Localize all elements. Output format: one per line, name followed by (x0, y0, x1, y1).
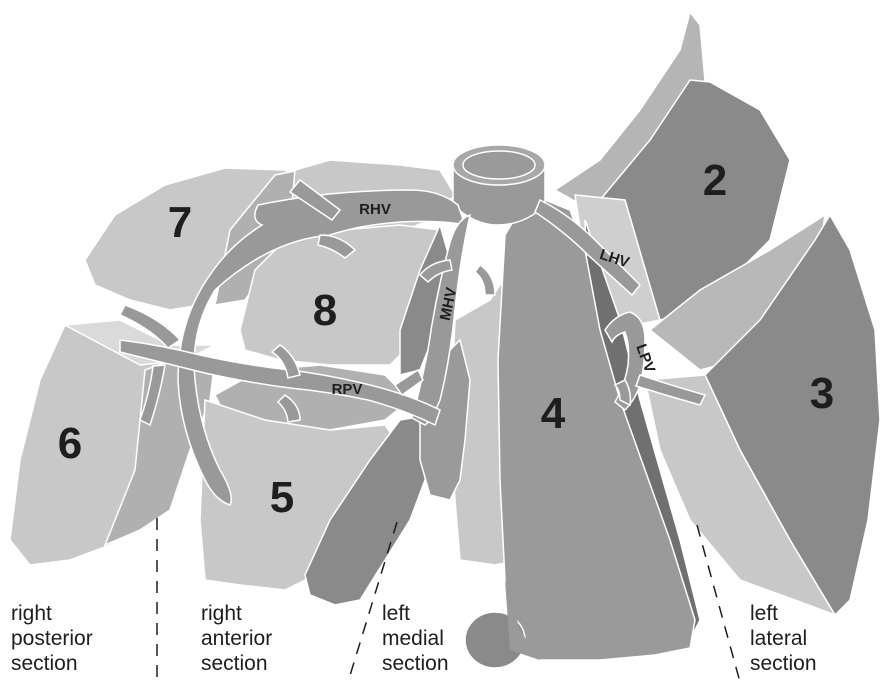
section-label-line: anterior (201, 626, 272, 651)
section-label-line: lateral (750, 626, 817, 651)
segment-4-label: 4 (541, 389, 566, 438)
segment-6-label: 6 (58, 419, 82, 468)
section-label-line: left (382, 601, 449, 626)
section-label-line: section (201, 651, 272, 676)
segment-8-label: 8 (313, 286, 337, 335)
section-label-right-anterior: right anterior section (201, 601, 272, 676)
section-label-line: right (201, 601, 272, 626)
segment-7-label: 7 (168, 198, 192, 247)
section-label-left-medial: left medial section (382, 601, 449, 676)
section-label-line: medial (382, 626, 449, 651)
mhv-branch-right (475, 265, 495, 295)
segment-5-label: 5 (270, 473, 294, 522)
section-label-line: section (11, 651, 93, 676)
section-label-line: section (382, 651, 449, 676)
section-label-left-lateral: left lateral section (750, 601, 817, 676)
section-label-right-posterior: right posterior section (11, 601, 93, 676)
segment-3-label: 3 (810, 369, 834, 418)
rpv-label: RPV (332, 381, 363, 398)
ivc-lumen (463, 151, 535, 179)
section-label-line: right (11, 601, 93, 626)
segment-2-label: 2 (703, 156, 727, 205)
rhv-label: RHV (359, 201, 391, 218)
section-label-line: left (750, 601, 817, 626)
section-label-line: section (750, 651, 817, 676)
section-label-line: posterior (11, 626, 93, 651)
